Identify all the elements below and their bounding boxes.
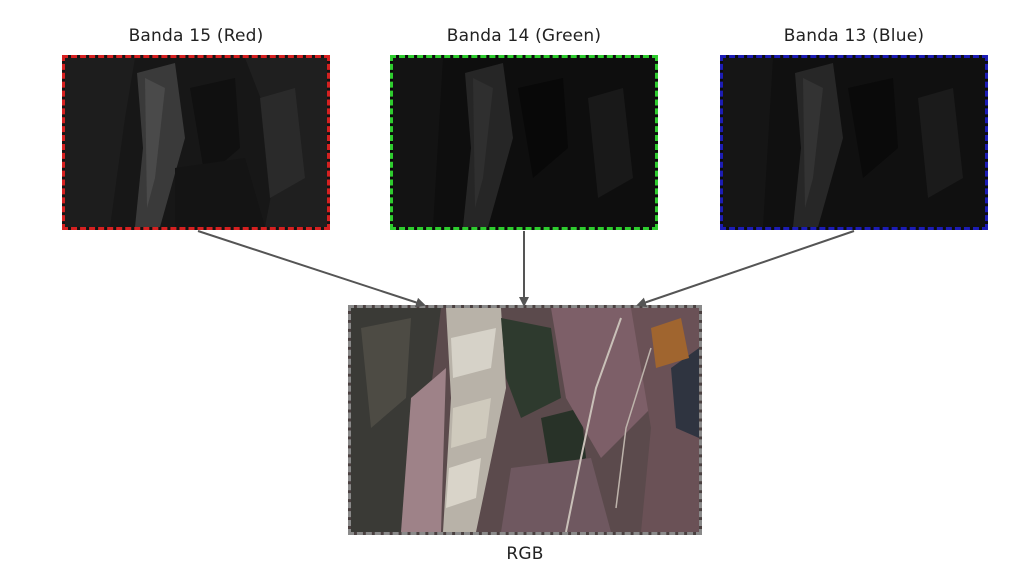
arrow-blue-to-rgb [636,230,855,308]
band-blue-image [720,55,988,230]
band-green-caption: Banda 14 (Green) [446,26,602,46]
band-red-image [62,55,330,230]
band-green-image [390,55,658,230]
rgb-composite-image [348,305,702,535]
band-blue-caption: Banda 13 (Blue) [783,26,925,46]
rgb-composite-caption: RGB [506,544,544,564]
arrow-red-to-rgb [197,230,426,308]
band-red-caption: Banda 15 (Red) [128,26,264,46]
